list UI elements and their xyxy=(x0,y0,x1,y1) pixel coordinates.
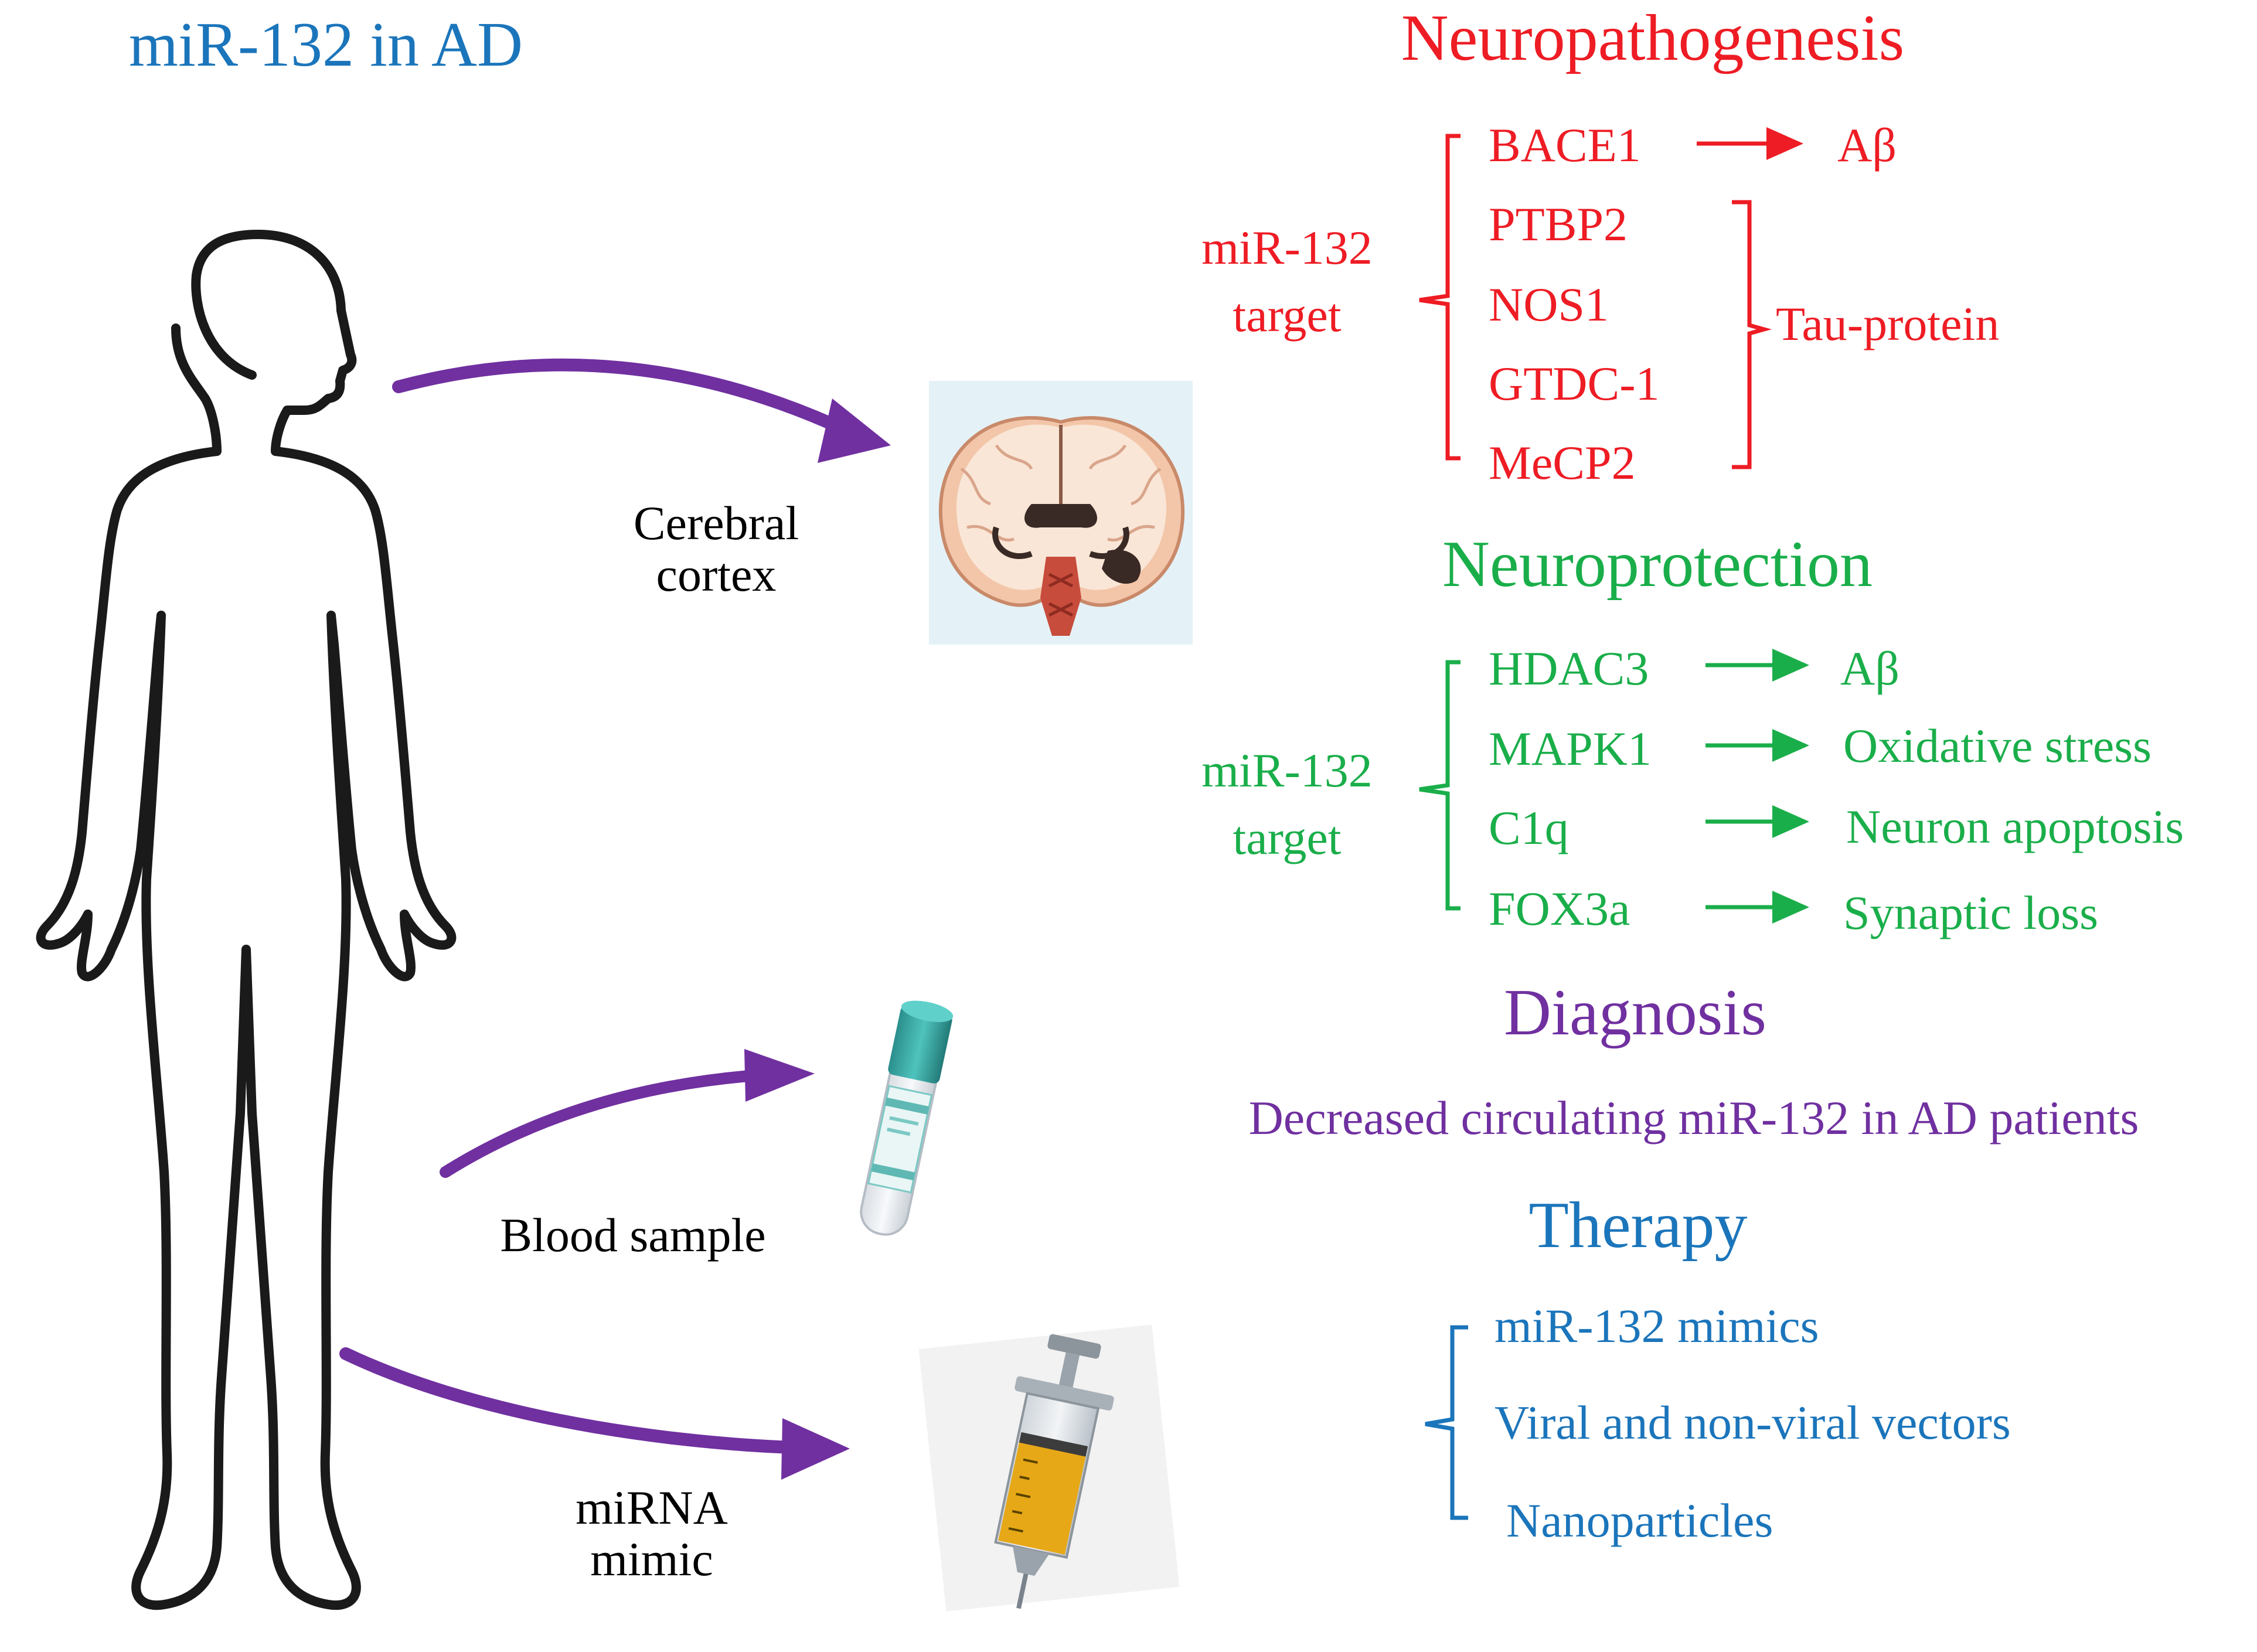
route-arrow-blood xyxy=(440,1069,762,1178)
route-arrow-cortex xyxy=(392,358,853,437)
pathogenesis-gene: GTDC-1 xyxy=(1489,357,1660,410)
pathogenesis-gene: MeCP2 xyxy=(1489,436,1636,489)
route-arrow-mimic xyxy=(339,1347,798,1454)
pathogenesis-gene: BACE1 xyxy=(1489,118,1641,172)
cortex-label-line2: cortex xyxy=(656,548,777,601)
protection-effect: Neuron apoptosis xyxy=(1846,800,2184,853)
pathogenesis-target-label-line1: miR-132 xyxy=(1201,221,1373,274)
protection-effect: Oxidative stress xyxy=(1843,719,2152,772)
therapy-heading: Therapy xyxy=(1529,1189,1747,1262)
pathogenesis-left-brace xyxy=(1419,134,1461,461)
brain-illustration xyxy=(929,381,1193,645)
syringe-illustration xyxy=(918,1324,1180,1612)
protection-effect: Aβ xyxy=(1840,642,1899,695)
blood-sample-label: Blood sample xyxy=(500,1208,765,1262)
therapy-item: miR-132 mimics xyxy=(1495,1299,1819,1353)
protection-effect: Synaptic loss xyxy=(1843,886,2098,939)
figure-title: miR-132 in AD xyxy=(129,10,523,80)
protection-left-brace xyxy=(1419,660,1461,911)
blood-tube-illustration xyxy=(860,1000,954,1236)
tau-right-brace xyxy=(1732,200,1772,469)
route-arrowhead-cortex xyxy=(818,398,891,463)
route-arrowhead-mimic xyxy=(781,1418,850,1480)
diagnosis-heading: Diagnosis xyxy=(1504,976,1766,1049)
neuropathogenesis-heading: Neuropathogenesis xyxy=(1401,2,1904,74)
protection-target-label-line2: target xyxy=(1233,811,1341,864)
pathogenesis-gene: PTBP2 xyxy=(1489,197,1628,251)
mimic-label-line1: miRNA xyxy=(576,1481,728,1534)
mimic-label-line2: mimic xyxy=(590,1532,713,1586)
diagnosis-text: Decreased circulating miR-132 in AD pati… xyxy=(1249,1091,2139,1145)
human-body-outline xyxy=(36,230,457,1610)
neuroprotection-heading: Neuroprotection xyxy=(1442,528,1873,601)
tau-protein-label: Tau-protein xyxy=(1776,297,1999,350)
therapy-item: Viral and non-viral vectors xyxy=(1495,1396,2011,1449)
protection-gene: HDAC3 xyxy=(1489,642,1649,695)
protection-gene: MAPK1 xyxy=(1489,722,1652,775)
therapy-item: Nanoparticles xyxy=(1506,1494,1773,1547)
route-arrowhead-blood xyxy=(744,1049,815,1102)
pathogenesis-gene: NOS1 xyxy=(1489,278,1609,331)
protection-target-label-line1: miR-132 xyxy=(1201,744,1373,797)
pathogenesis-target-label-line2: target xyxy=(1233,288,1341,342)
protection-gene: FOX3a xyxy=(1489,882,1630,935)
therapy-left-brace xyxy=(1425,1325,1468,1520)
protection-gene: C1q xyxy=(1489,801,1569,854)
cortex-label-line1: Cerebral xyxy=(634,496,799,550)
bace1-effect: Aβ xyxy=(1837,118,1897,172)
